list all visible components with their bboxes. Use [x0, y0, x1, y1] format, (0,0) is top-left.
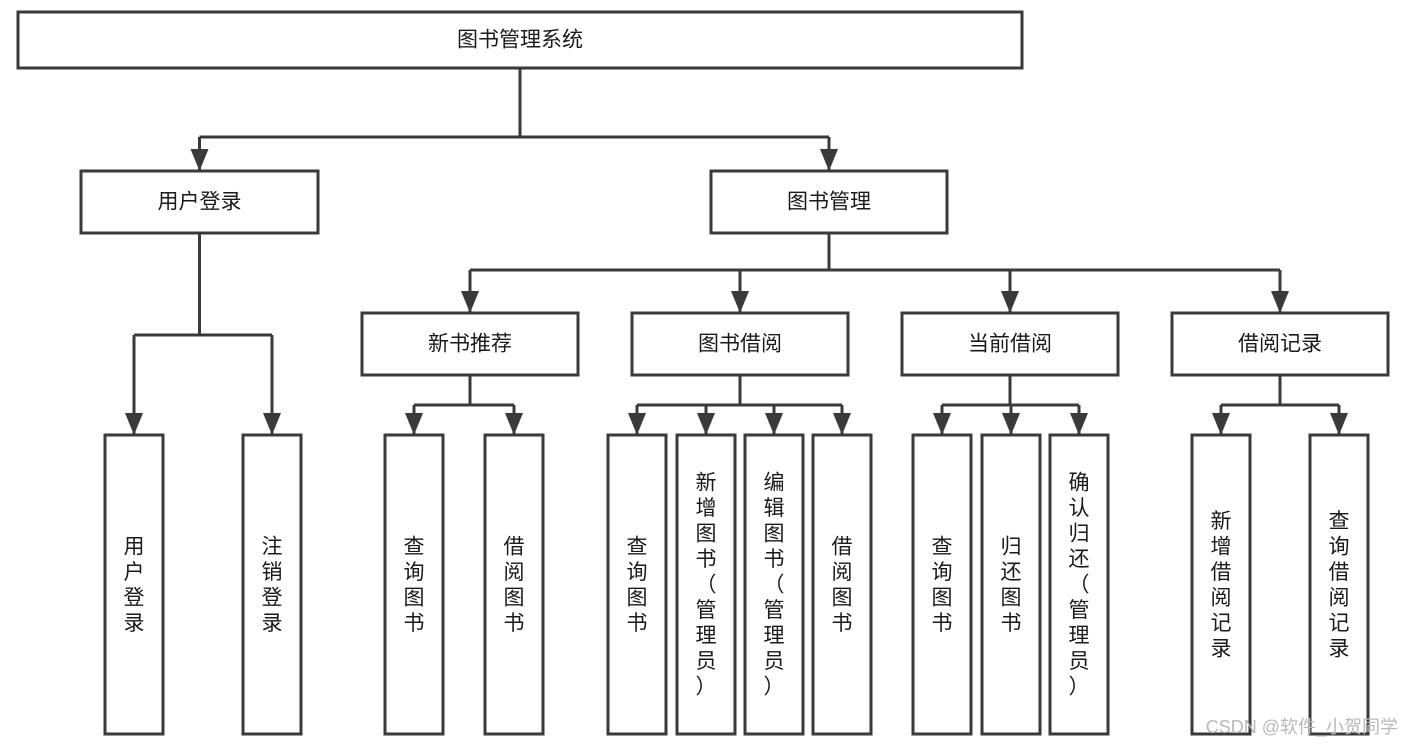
node-label-leaf-query-record: 查询借阅记录	[1329, 510, 1350, 661]
node-label-leaf-borrow-book-2: 借阅图书	[832, 535, 853, 635]
node-box-leaf-edit-book	[743, 433, 805, 736]
node-box-leaf-borrow-book-2	[811, 433, 873, 736]
arrow-head-icon	[1212, 413, 1230, 435]
node-label-leaf-return-book: 归还图书	[1001, 535, 1022, 635]
node-label-leaf-borrow-book-1: 借阅图书	[504, 535, 525, 635]
node-box-leaf-add-book	[675, 433, 737, 736]
arrow-head-icon	[405, 413, 423, 435]
node-root[interactable]: 图书管理系统	[16, 10, 1024, 70]
node-leaf-add-record[interactable]: 新增借阅记录	[1190, 433, 1252, 736]
node-label-leaf-query-book-3: 查询图书	[932, 535, 953, 635]
node-leaf-query-book-1[interactable]: 查询图书	[383, 433, 445, 736]
node-box-leaf-confirm-return	[1048, 433, 1110, 736]
node-box-leaf-query-record	[1308, 433, 1370, 736]
node-box-leaf-user-login	[103, 433, 165, 736]
arrow-head-icon	[263, 413, 281, 435]
arrow-head-icon	[833, 413, 851, 435]
node-box-leaf-query-book-1	[383, 433, 445, 736]
arrow-head-icon	[933, 413, 951, 435]
node-box-leaf-query-book-3	[911, 433, 973, 736]
node-label-leaf-edit-book: 编辑图书（管理员）	[764, 472, 785, 699]
node-label-leaf-user-logout: 注销登录	[262, 535, 283, 635]
node-leaf-query-book-3[interactable]: 查询图书	[911, 433, 973, 736]
node-box-leaf-return-book	[980, 433, 1042, 736]
csdn-watermark: CSDN @软件_小贺同学	[1206, 717, 1398, 738]
node-leaf-add-book[interactable]: 新增图书（管理员）	[675, 433, 737, 736]
node-box-root	[16, 10, 1024, 70]
node-label-new-book-recommend: 新书推荐	[428, 333, 512, 356]
arrow-head-icon	[505, 413, 523, 435]
node-leaf-borrow-book-2[interactable]: 借阅图书	[811, 433, 873, 736]
arrow-head-icon	[461, 291, 479, 313]
node-user-login[interactable]: 用户登录	[79, 169, 320, 235]
arrow-head-icon	[1002, 413, 1020, 435]
node-label-borrow-records: 借阅记录	[1238, 333, 1322, 356]
node-label-current-borrow: 当前借阅	[968, 333, 1052, 356]
node-box-leaf-user-logout	[241, 433, 303, 736]
nodes-layer: 图书管理系统用户登录图书管理新书推荐图书借阅当前借阅借阅记录用户登录注销登录查询…	[16, 10, 1390, 736]
node-leaf-edit-book[interactable]: 编辑图书（管理员）	[743, 433, 805, 736]
node-box-leaf-add-record	[1190, 433, 1252, 736]
node-box-borrow-records	[1170, 311, 1390, 377]
node-leaf-user-logout[interactable]: 注销登录	[241, 433, 303, 736]
node-leaf-user-login[interactable]: 用户登录	[103, 433, 165, 736]
node-label-root: 图书管理系统	[457, 29, 583, 52]
node-box-new-book-recommend	[360, 311, 580, 377]
arrow-head-icon	[1330, 413, 1348, 435]
arrow-head-icon	[731, 291, 749, 313]
node-label-leaf-query-book-1: 查询图书	[404, 535, 425, 635]
node-leaf-confirm-return[interactable]: 确认归还（管理员）	[1048, 433, 1110, 736]
node-label-leaf-query-book-2: 查询图书	[627, 535, 648, 635]
arrow-head-icon	[1271, 291, 1289, 313]
node-label-book-management: 图书管理	[787, 191, 871, 214]
node-box-current-borrow	[900, 311, 1120, 377]
node-leaf-return-book[interactable]: 归还图书	[980, 433, 1042, 736]
arrow-head-icon	[820, 149, 838, 171]
node-label-leaf-add-book: 新增图书（管理员）	[696, 472, 717, 699]
node-book-management[interactable]: 图书管理	[709, 169, 949, 235]
node-borrow-records[interactable]: 借阅记录	[1170, 311, 1390, 377]
arrow-head-icon	[1001, 291, 1019, 313]
node-label-leaf-user-login: 用户登录	[124, 535, 145, 635]
node-new-book-recommend[interactable]: 新书推荐	[360, 311, 580, 377]
arrow-head-icon	[697, 413, 715, 435]
node-label-user-login: 用户登录	[158, 191, 242, 214]
node-label-leaf-confirm-return: 确认归还（管理员）	[1069, 472, 1090, 699]
arrow-head-icon	[765, 413, 783, 435]
arrow-head-icon	[125, 413, 143, 435]
arrow-head-icon	[190, 149, 209, 171]
node-leaf-borrow-book-1[interactable]: 借阅图书	[483, 433, 545, 736]
node-leaf-query-record[interactable]: 查询借阅记录	[1308, 433, 1370, 736]
node-label-leaf-add-record: 新增借阅记录	[1211, 510, 1232, 661]
node-label-book-borrow: 图书借阅	[698, 333, 782, 356]
node-leaf-query-book-2[interactable]: 查询图书	[606, 433, 668, 736]
node-current-borrow[interactable]: 当前借阅	[900, 311, 1120, 377]
node-box-leaf-query-book-2	[606, 433, 668, 736]
node-box-leaf-borrow-book-1	[483, 433, 545, 736]
arrow-head-icon	[1070, 413, 1088, 435]
arrow-head-icon	[628, 413, 646, 435]
node-book-borrow[interactable]: 图书借阅	[630, 311, 850, 377]
node-box-book-borrow	[630, 311, 850, 377]
node-box-user-login	[79, 169, 320, 235]
connectors-layer	[125, 68, 1348, 435]
node-box-book-management	[709, 169, 949, 235]
